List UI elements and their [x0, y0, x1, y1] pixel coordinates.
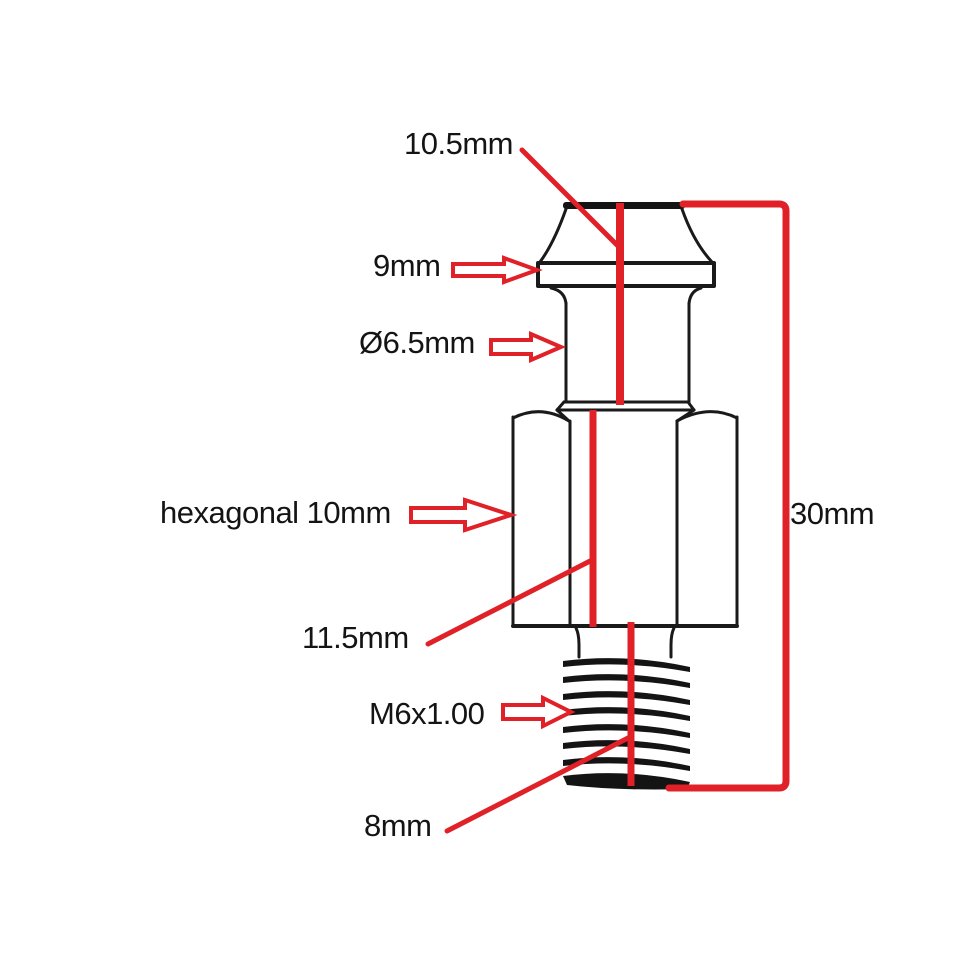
- label-hex-size: hexagonal 10mm: [160, 495, 391, 530]
- bolt-neck: [574, 626, 676, 659]
- red-annotations: [409, 147, 790, 834]
- bolt-shank: [549, 286, 703, 412]
- arrow-m6: [501, 694, 576, 730]
- bolt-threads: [563, 658, 690, 790]
- bolt-hex-body: [511, 408, 739, 628]
- leader-8mm: [444, 734, 633, 834]
- label-head-top-diameter: 10.5mm: [404, 126, 513, 161]
- arrow-9mm: [451, 255, 543, 285]
- leader-11-5mm: [425, 556, 597, 647]
- bolt-outline: [511, 202, 739, 790]
- bracket-overall-length: [665, 200, 790, 792]
- arrow-6-5mm: [489, 330, 567, 364]
- label-overall-length: 30mm: [790, 496, 875, 531]
- bolt-flange: [536, 261, 716, 288]
- label-thread-spec: M6x1.00: [369, 696, 485, 731]
- label-shank-diameter: Ø6.5mm: [359, 325, 475, 360]
- label-flange-diameter: 9mm: [373, 248, 441, 283]
- bolt-head: [538, 202, 714, 264]
- label-thread-length: 8mm: [364, 808, 432, 843]
- leader-10-5mm: [519, 147, 621, 249]
- label-hex-section-length: 11.5mm: [302, 620, 409, 655]
- arrow-hex-10mm: [409, 497, 518, 533]
